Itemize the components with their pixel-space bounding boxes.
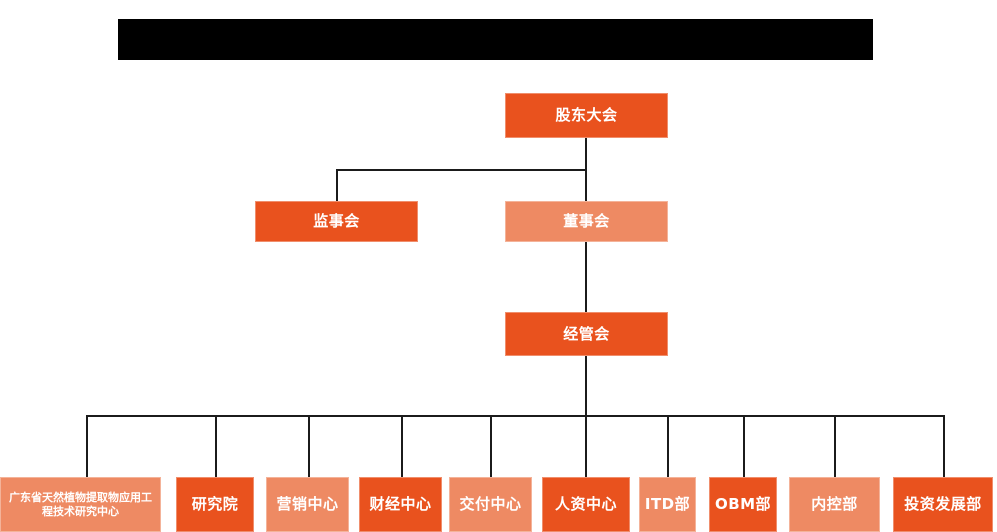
node-shareholders[interactable]: 股东大会	[505, 93, 668, 138]
connector-drop-eng-center	[86, 415, 88, 477]
node-directors[interactable]: 董事会	[505, 201, 668, 242]
connector-shareholders-down	[585, 138, 587, 170]
connector-drop-marketing-center	[308, 415, 310, 477]
node-delivery-center[interactable]: 交付中心	[449, 477, 532, 532]
connector-directors-to-management	[585, 242, 587, 312]
node-hr-center[interactable]: 人资中心	[542, 477, 630, 532]
connector-drop-research-institute	[215, 415, 217, 477]
node-supervisors[interactable]: 监事会	[255, 201, 418, 242]
connector-directors-drop	[585, 169, 587, 201]
connector-level2-bus	[336, 169, 586, 171]
connector-supervisors-drop	[336, 169, 338, 201]
node-internal-control-dept[interactable]: 内控部	[789, 477, 880, 532]
node-eng-center[interactable]: 广东省天然植物提取物应用工程技术研究中心	[0, 477, 161, 532]
redacted-title-bar	[118, 19, 873, 60]
node-itd-dept[interactable]: ITD部	[639, 477, 696, 532]
node-finance-center[interactable]: 财经中心	[359, 477, 442, 532]
node-research-institute[interactable]: 研究院	[176, 477, 254, 532]
node-marketing-center[interactable]: 营销中心	[266, 477, 349, 532]
connector-drop-investment-dev-dept	[943, 415, 945, 477]
connector-drop-obm-dept	[743, 415, 745, 477]
connector-drop-hr-center	[585, 415, 587, 477]
node-investment-dev-dept[interactable]: 投资发展部	[893, 477, 993, 532]
connector-drop-itd-dept	[667, 415, 669, 477]
connector-drop-internal-control-dept	[834, 415, 836, 477]
connector-management-down	[585, 356, 587, 416]
node-management[interactable]: 经管会	[505, 312, 668, 356]
node-obm-dept[interactable]: OBM部	[709, 477, 777, 532]
connector-drop-delivery-center	[490, 415, 492, 477]
connector-drop-finance-center	[401, 415, 403, 477]
connector-department-bus	[86, 415, 944, 417]
